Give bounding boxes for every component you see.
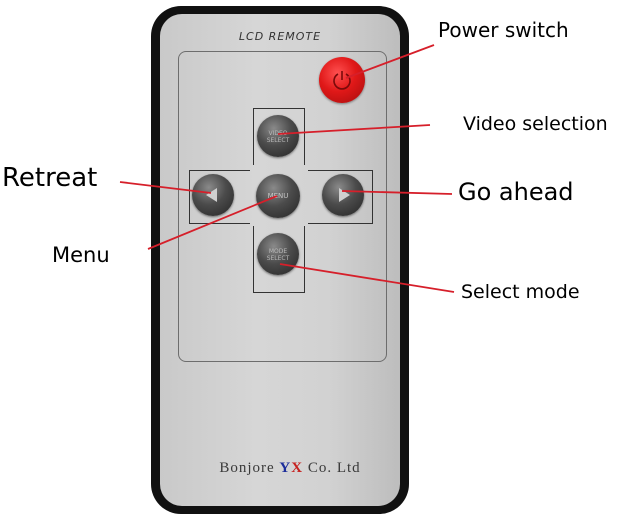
- leader-mode: [280, 264, 454, 292]
- callout-video-selection: Video selection: [463, 113, 608, 135]
- leader-retreat: [120, 182, 211, 193]
- callout-retreat: Retreat: [2, 163, 97, 193]
- callout-go-ahead: Go ahead: [458, 178, 574, 206]
- callout-power-switch: Power switch: [438, 18, 569, 42]
- leader-video: [278, 125, 430, 134]
- callout-select-mode: Select mode: [461, 281, 580, 303]
- leader-menu: [148, 196, 277, 249]
- leader-power: [346, 45, 434, 78]
- leader-go-ahead: [342, 191, 452, 194]
- callout-menu: Menu: [52, 243, 110, 267]
